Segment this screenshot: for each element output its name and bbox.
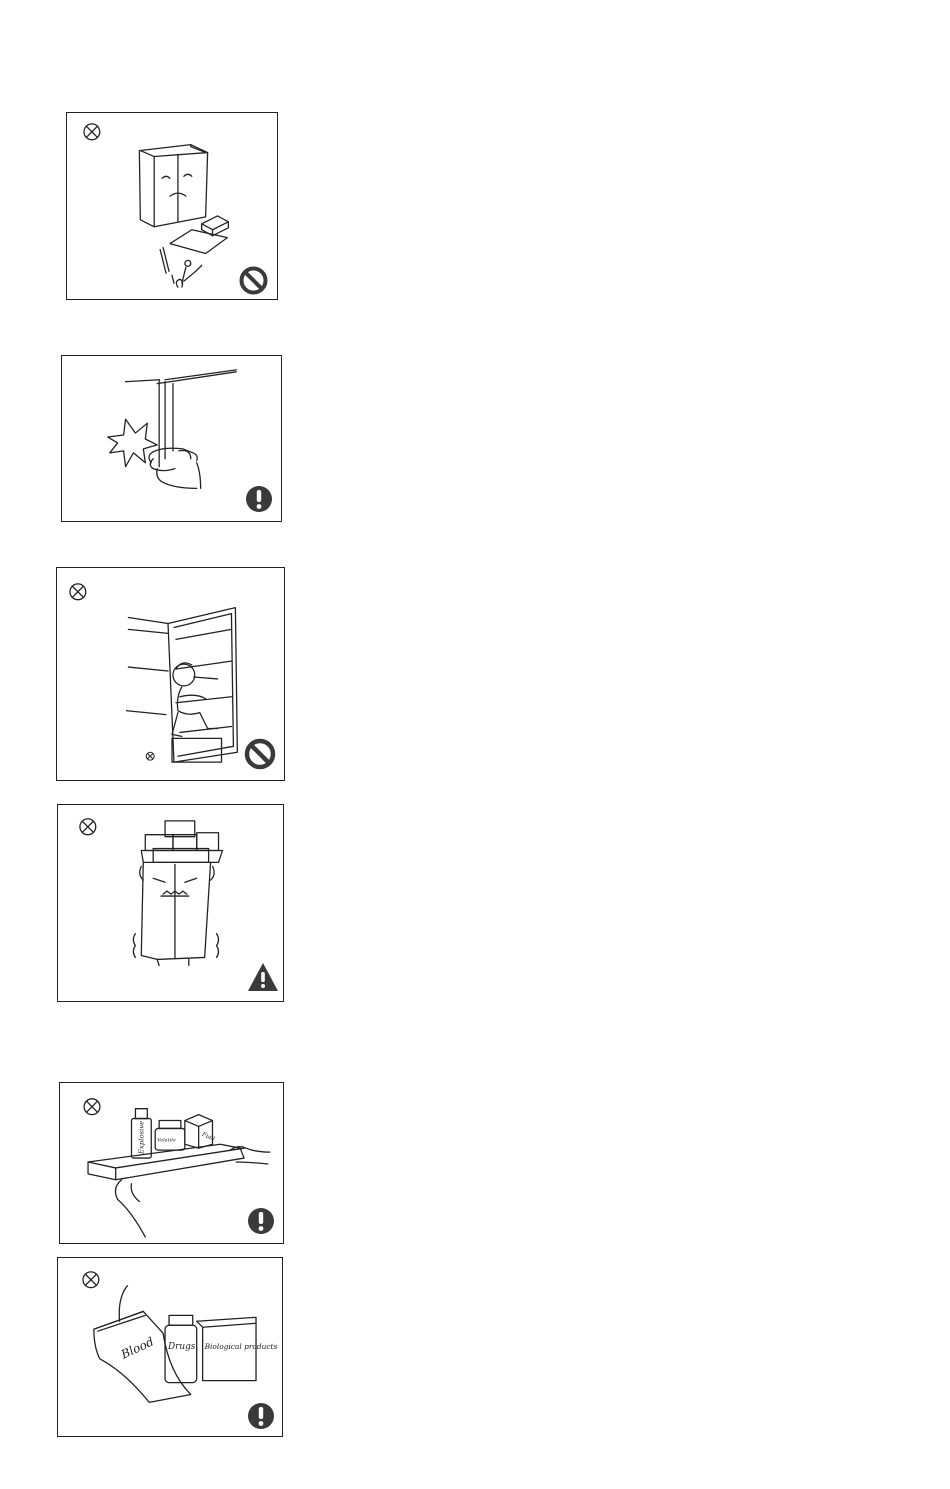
cross-circle-icon <box>70 584 86 600</box>
panel-flammable-storage: Explosive Volatile Fuel <box>59 1082 284 1244</box>
cross-circle-icon <box>80 819 96 835</box>
panel-disassembly <box>66 112 278 300</box>
label-explosive: Explosive <box>137 1121 145 1155</box>
cross-circle-icon <box>84 1099 100 1115</box>
prohibition-icon <box>244 738 276 770</box>
panel-medical-storage: Blood Drugs Biological products <box>57 1257 283 1437</box>
prohibition-icon <box>239 266 268 295</box>
cross-circle-icon <box>83 1272 99 1288</box>
label-volatile: Volatile <box>157 1137 176 1143</box>
label-drugs: Drugs <box>167 1342 196 1352</box>
panel-door-pinch <box>61 355 282 522</box>
mandatory-exclamation-icon <box>247 1207 275 1235</box>
small-cross-circle-icon <box>146 752 154 760</box>
cross-circle-icon <box>84 124 100 140</box>
label-biological-products: Biological products <box>204 1342 278 1351</box>
panel-heavy-objects-on-top <box>57 804 284 1002</box>
mandatory-exclamation-icon <box>245 485 273 513</box>
warning-triangle-icon <box>247 962 279 992</box>
mandatory-exclamation-icon <box>247 1402 275 1430</box>
label-blood: Blood <box>118 1334 156 1362</box>
panel-child-climbing <box>56 567 285 781</box>
